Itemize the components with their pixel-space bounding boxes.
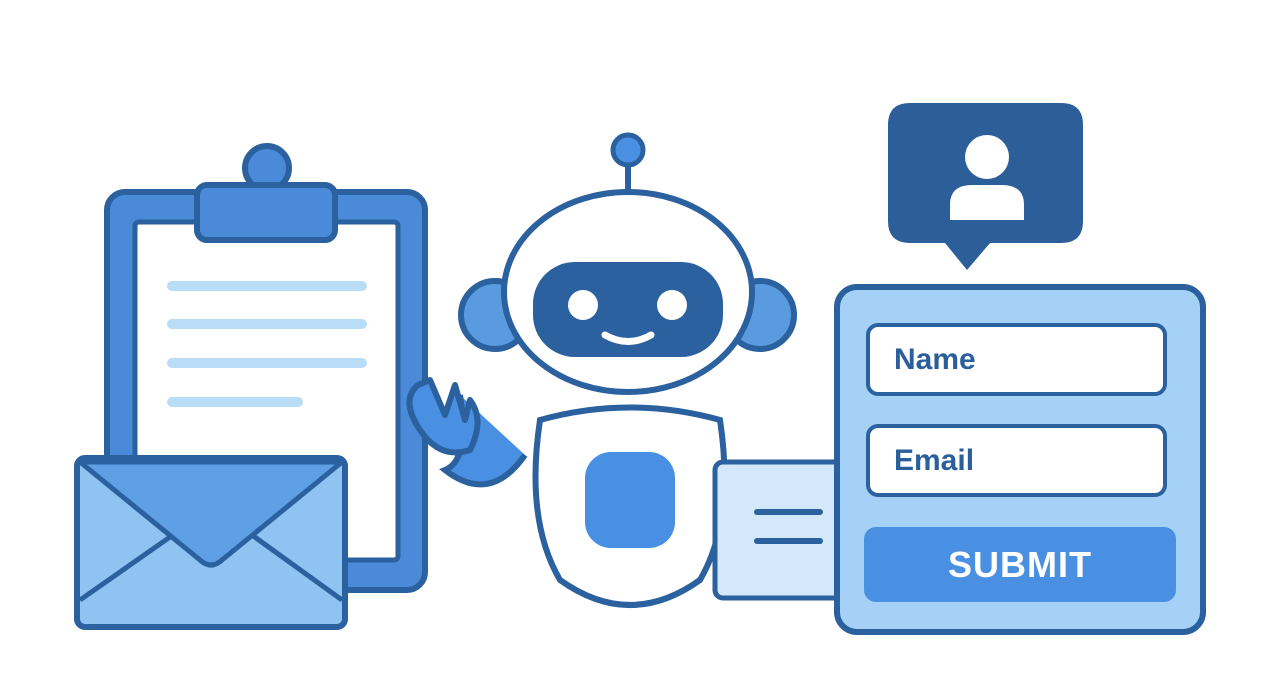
email-field[interactable]: Email [866, 424, 1167, 497]
name-label: Name [894, 342, 976, 376]
email-label: Email [894, 443, 975, 477]
envelope-icon [74, 455, 348, 630]
name-field[interactable]: Name [866, 323, 1167, 396]
submit-button[interactable]: SUBMIT [864, 527, 1176, 602]
card-icon [712, 459, 846, 601]
user-speech-bubble-icon [888, 103, 1083, 270]
robot-illustration [406, 132, 797, 608]
